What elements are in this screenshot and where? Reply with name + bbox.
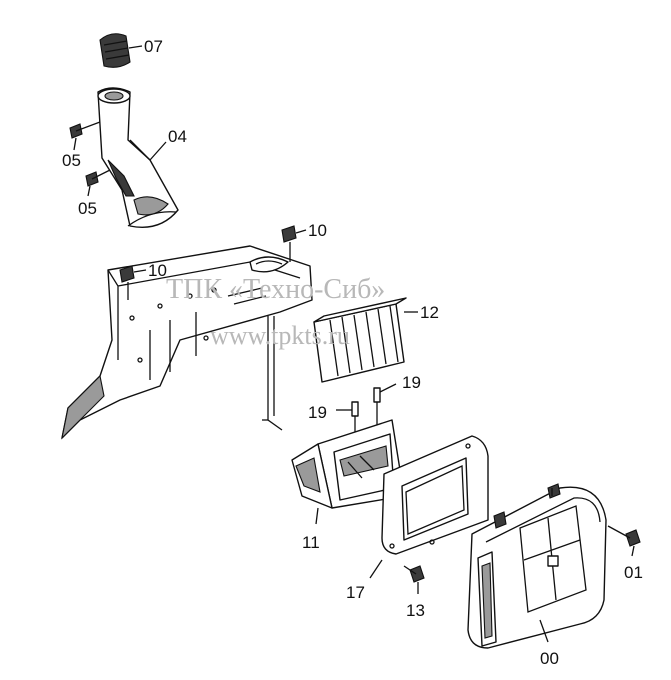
part-04-upper-duct [97, 87, 179, 228]
watermark-line2: www.tpkts.ru [210, 321, 350, 350]
part-05-screw-upper [69, 121, 101, 151]
callout-11: 11 [302, 533, 320, 552]
callout-00: 00 [540, 649, 559, 668]
callout-13: 13 [406, 601, 425, 620]
callout-labels: 07 04 05 05 10 10 12 19 19 11 17 13 01 0… [62, 37, 643, 668]
watermark-line1: ТПК «Техно-Сиб» [166, 274, 385, 305]
callout-04: 04 [168, 127, 187, 146]
part-12-filter [313, 297, 418, 383]
callout-10-right: 10 [308, 221, 327, 240]
part-01-screw [607, 525, 641, 557]
callout-19-left: 19 [308, 403, 327, 422]
part-07-nozzle [99, 33, 143, 68]
part-13-screw [403, 565, 425, 594]
callout-01: 01 [624, 563, 643, 582]
callout-17: 17 [346, 583, 365, 602]
part-00-cover [467, 483, 607, 649]
callout-12: 12 [420, 303, 439, 322]
part-17-gasket [369, 435, 489, 579]
main-frame-assembly [61, 245, 313, 440]
callout-05-upper: 05 [62, 151, 81, 170]
callout-05-lower: 05 [78, 199, 97, 218]
part-05-screw-lower [85, 169, 111, 197]
watermark: ТПК «Техно-Сиб» www.tpkts.ru [166, 274, 385, 350]
part-11-housing [291, 419, 401, 525]
part-10-bolt-right [281, 225, 307, 262]
callout-10-left: 10 [148, 261, 167, 280]
callout-07: 07 [144, 37, 163, 56]
part-10-bolt-left [119, 265, 147, 300]
callout-19-right: 19 [402, 373, 421, 392]
